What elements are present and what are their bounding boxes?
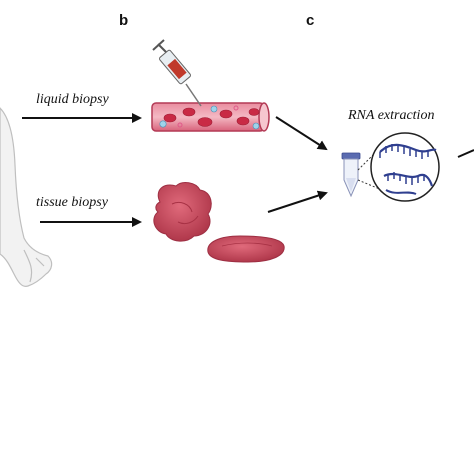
arrow-vessel-to-rna (275, 116, 328, 151)
tissue-sample-icon (153, 182, 285, 263)
panel-label-c: c (306, 12, 315, 29)
arrow-tissue-to-rna (267, 190, 328, 213)
rna-strand-icon (370, 132, 440, 202)
arrow-right-edge (457, 149, 474, 158)
blood-vessel-icon (151, 102, 270, 132)
rna-extraction-label: RNA extraction (348, 108, 435, 123)
tissue-biopsy-label: tissue biopsy (36, 195, 108, 210)
zoom-line-top (357, 149, 379, 171)
liquid-biopsy-label: liquid biopsy (36, 92, 109, 107)
panel-label-b: b (119, 12, 129, 29)
syringe-icon (152, 39, 202, 107)
tube-icon (341, 152, 361, 198)
human-arm-outline (0, 107, 53, 287)
